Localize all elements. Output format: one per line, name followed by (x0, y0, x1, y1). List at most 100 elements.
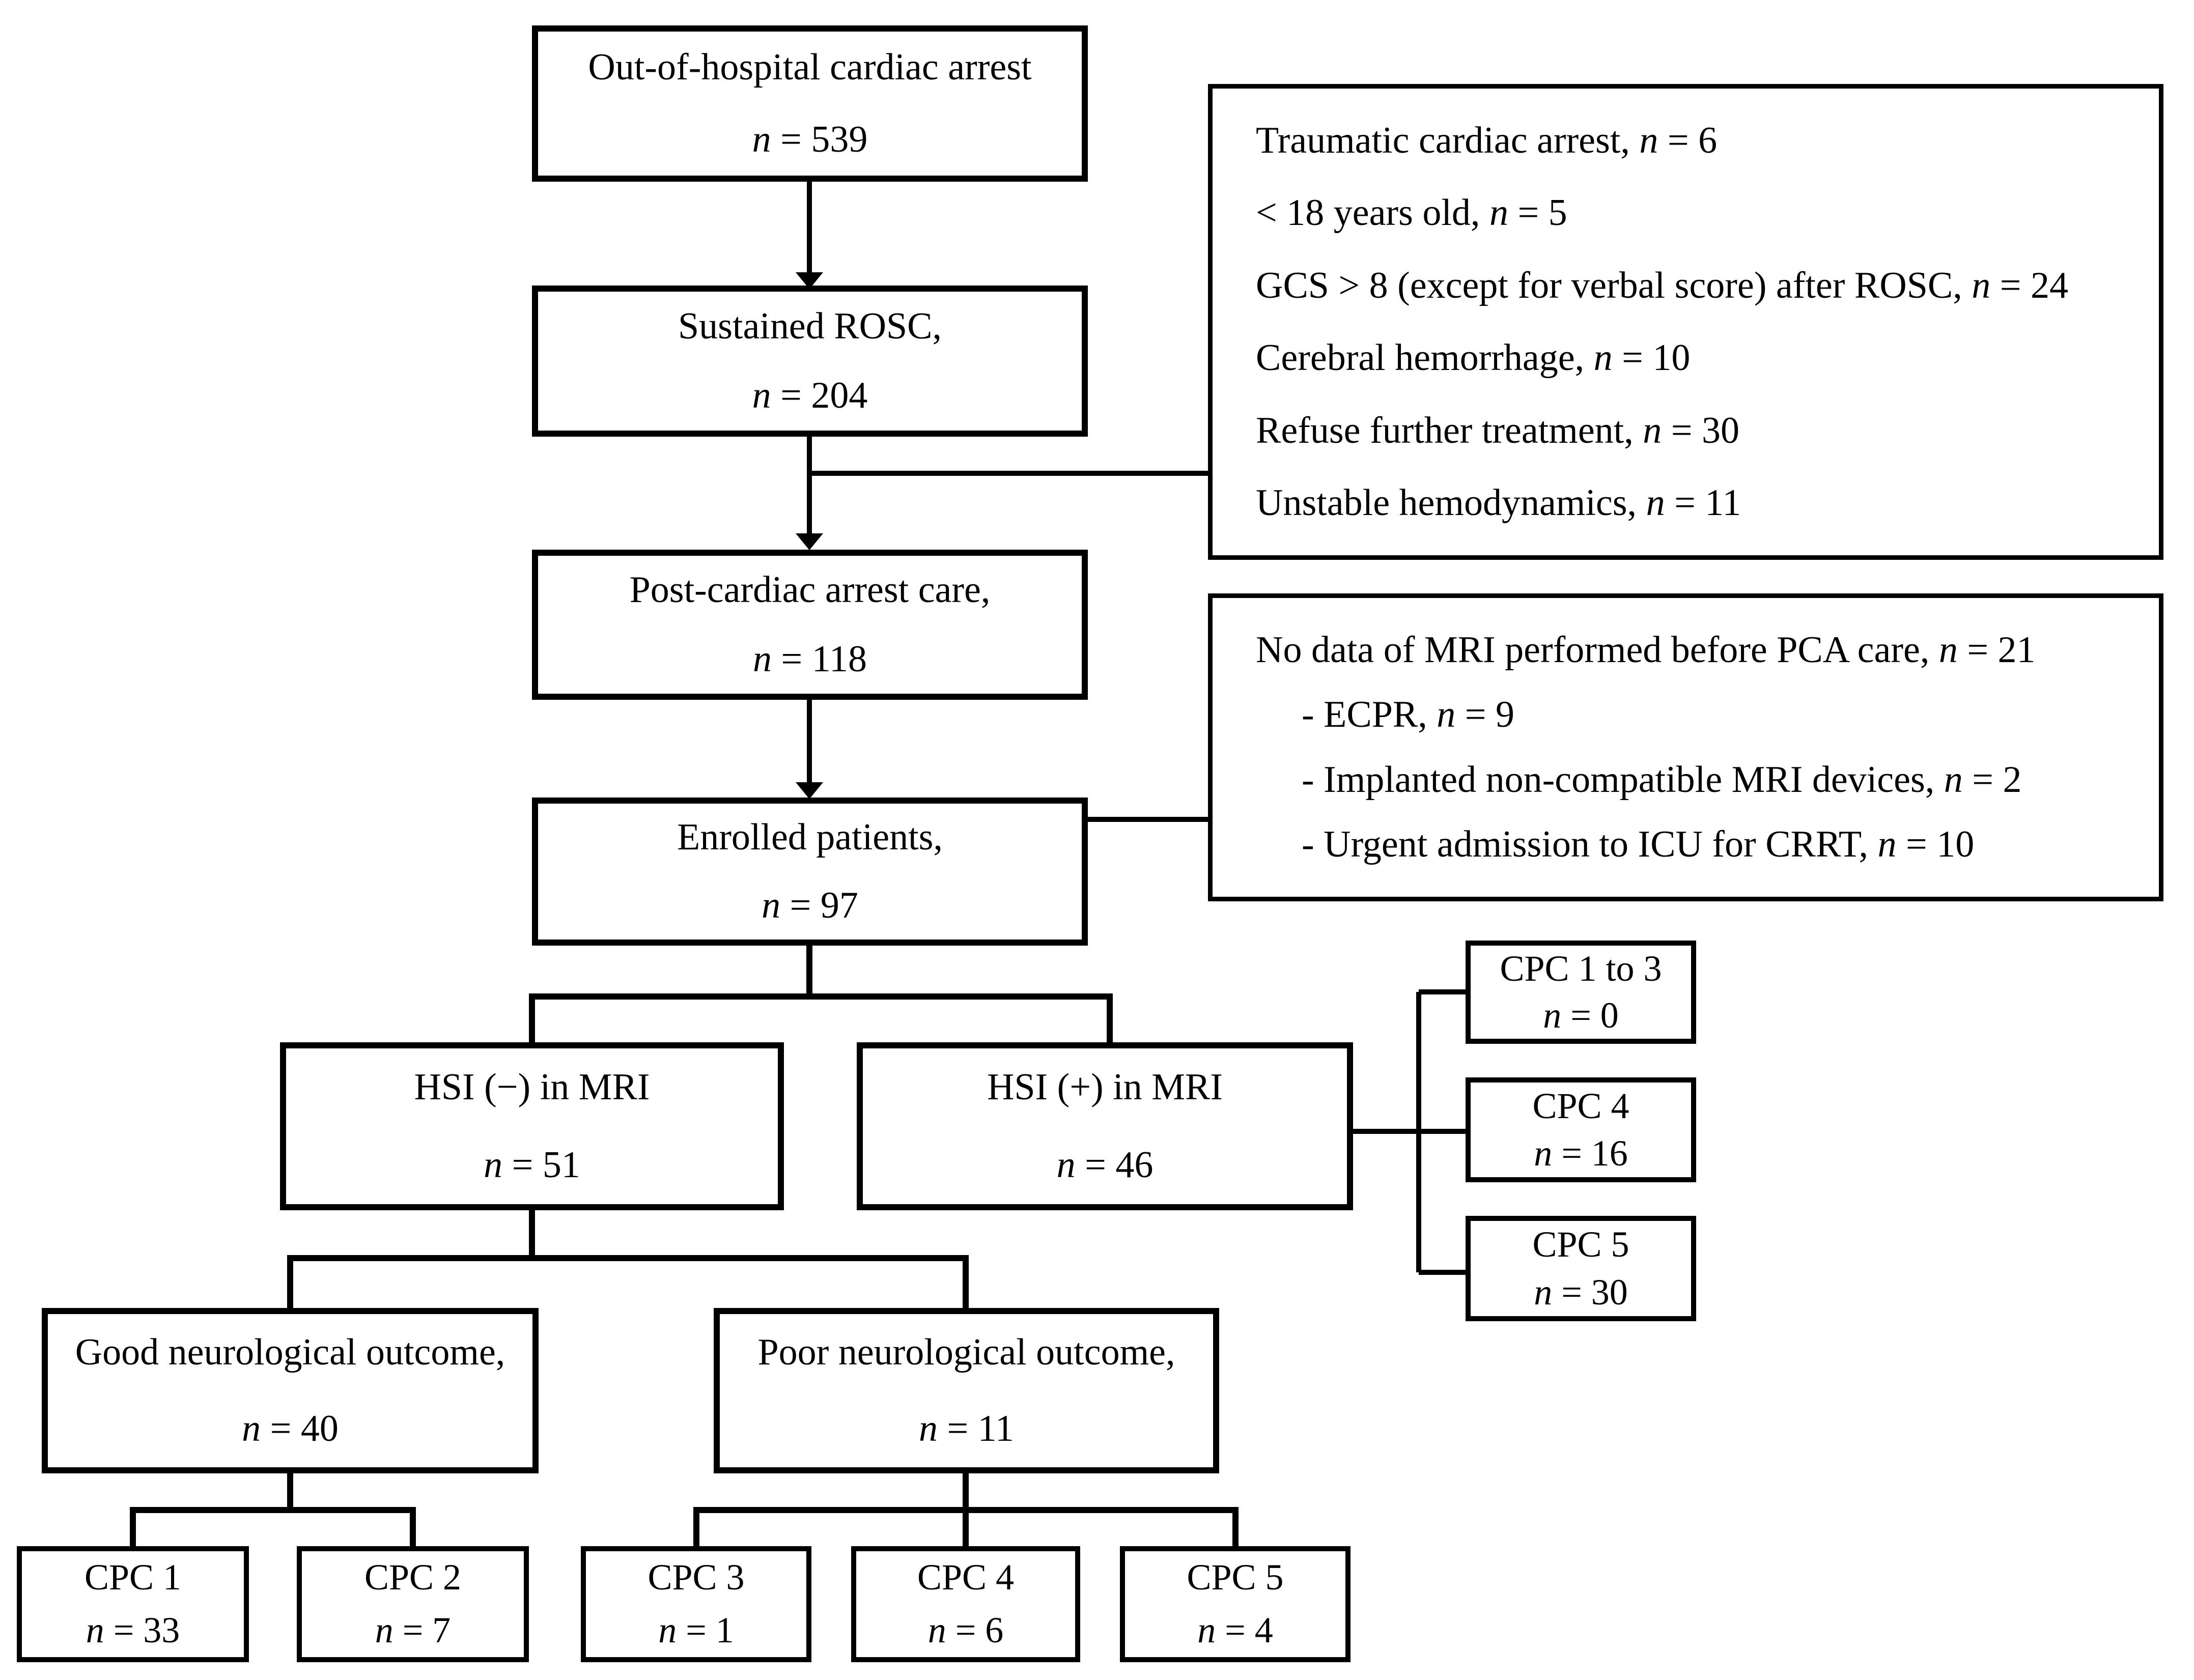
box-label: CPC 1 (84, 1557, 182, 1598)
n-value: = 539 (771, 118, 868, 160)
box-count: n = 46 (1056, 1144, 1154, 1186)
n-symbol: n (1534, 1271, 1553, 1313)
box-count: n = 7 (375, 1610, 451, 1650)
box-good-neurological-outcome: Good neurological outcome, n = 40 (42, 1308, 539, 1473)
n-symbol: n (752, 375, 771, 417)
box-count: n = 51 (484, 1144, 580, 1186)
box-cpc-3: CPC 3 n = 1 (581, 1546, 811, 1662)
box-post-cardiac-arrest-care: Post-cardiac arrest care, n = 118 (532, 550, 1088, 700)
box-count: n = 0 (1543, 995, 1619, 1036)
n-value: = 118 (772, 638, 867, 680)
exclusion-text: Cerebral hemorrhage, (1256, 337, 1594, 379)
hsi-split (529, 946, 1113, 1044)
n-symbol: n (242, 1408, 261, 1450)
box-count: n = 1 (658, 1610, 734, 1650)
box-label: CPC 2 (364, 1557, 462, 1598)
box-cpc-2: CPC 2 n = 7 (297, 1546, 529, 1662)
box-exclusions-after-rosc: Traumatic cardiac arrest, n = 6 < 18 yea… (1208, 84, 2163, 560)
n-value: = 51 (502, 1144, 580, 1186)
n-value: = 10 (1896, 823, 1975, 865)
box-count: n = 4 (1197, 1610, 1273, 1650)
n-symbol: n (1938, 629, 1958, 671)
good-cpc-split (130, 1473, 416, 1548)
n-value: = 9 (1455, 694, 1514, 736)
n-symbol: n (1972, 264, 1991, 306)
n-symbol: n (1944, 758, 1963, 801)
exclusion-subitem: - Implanted non-compatible MRI devices, … (1213, 758, 2149, 802)
exclusion-item: No data of MRI performed before PCA care… (1213, 629, 2149, 672)
exclusion-subitem: - ECPR, n = 9 (1213, 693, 2149, 736)
n-symbol: n (1056, 1144, 1076, 1186)
box-count: n = 16 (1534, 1133, 1628, 1174)
n-symbol: n (1643, 409, 1662, 451)
box-poor-neurological-outcome: Poor neurological outcome, n = 11 (714, 1308, 1219, 1473)
exclusion-subitem: - Urgent admission to ICU for CRRT, n = … (1213, 823, 2149, 866)
exclusion-item: GCS > 8 (except for verbal score) after … (1213, 264, 2149, 307)
n-symbol: n (1593, 337, 1613, 379)
n-symbol: n (658, 1610, 677, 1651)
box-cpc-1: CPC 1 n = 33 (17, 1546, 249, 1662)
outcome-split (287, 1210, 969, 1310)
box-label: CPC 5 (1532, 1224, 1629, 1265)
n-value: = 21 (1957, 629, 2036, 671)
n-symbol: n (1639, 120, 1658, 161)
n-symbol: n (1543, 994, 1562, 1036)
n-value: = 6 (1658, 120, 1718, 161)
box-count: n = 40 (242, 1408, 339, 1449)
n-value: = 204 (771, 375, 868, 417)
n-value: = 16 (1552, 1132, 1628, 1174)
n-value: = 11 (1665, 481, 1741, 524)
box-cpc-5-right: CPC 5 n = 30 (1466, 1216, 1696, 1321)
box-count: n = 30 (1534, 1272, 1628, 1313)
exclusion-text: GCS > 8 (except for verbal score) after … (1256, 264, 1972, 306)
box-out-of-hospital-cardiac-arrest: Out-of-hospital cardiac arrest n = 539 (532, 25, 1088, 182)
exclusion-text: < 18 years old, (1256, 192, 1489, 234)
exclusion-item: Unstable hemodynamics, n = 11 (1213, 481, 2149, 525)
exclusion-text: No data of MRI performed before PCA care… (1256, 629, 1939, 671)
n-symbol: n (1489, 192, 1508, 234)
n-symbol: n (1437, 694, 1456, 736)
n-symbol: n (484, 1144, 503, 1186)
box-label: CPC 4 (1532, 1085, 1629, 1126)
box-label: HSI (+) in MRI (987, 1066, 1223, 1108)
exclusion-item: Refuse further treatment, n = 30 (1213, 409, 2149, 452)
n-symbol: n (753, 638, 772, 680)
box-cpc-1-to-3: CPC 1 to 3 n = 0 (1466, 941, 1696, 1044)
arrowheads (796, 272, 823, 799)
n-value: = 2 (1962, 758, 2022, 801)
n-value: = 6 (946, 1610, 1004, 1651)
n-value: = 24 (1990, 264, 2068, 306)
exclusion-text: - Urgent admission to ICU for CRRT, (1302, 823, 1878, 865)
exclusion-item: Cerebral hemorrhage, n = 10 (1213, 336, 2149, 380)
box-count: n = 33 (86, 1610, 180, 1650)
box-label: Enrolled patients, (677, 816, 943, 859)
n-value: = 4 (1216, 1610, 1273, 1651)
box-label: Out-of-hospital cardiac arrest (588, 46, 1032, 89)
n-value: = 5 (1508, 192, 1567, 234)
exclusion-text: Unstable hemodynamics, (1256, 481, 1646, 524)
n-symbol: n (927, 1610, 946, 1651)
box-label: Poor neurological outcome, (757, 1331, 1175, 1373)
box-label: CPC 5 (1187, 1557, 1284, 1598)
n-symbol: n (86, 1610, 104, 1651)
exclusion-text: - ECPR, (1302, 694, 1437, 736)
n-value: = 0 (1561, 994, 1619, 1036)
exclusion-text: Traumatic cardiac arrest, (1256, 120, 1640, 161)
box-label: Post-cardiac arrest care, (629, 569, 991, 611)
box-count: n = 539 (752, 119, 868, 160)
box-cpc-4: CPC 4 n = 6 (851, 1546, 1080, 1662)
cpc-bracket (1353, 989, 1466, 1275)
box-cpc-4-right: CPC 4 n = 16 (1466, 1077, 1696, 1182)
box-hsi-positive-mri: HSI (+) in MRI n = 46 (857, 1042, 1353, 1210)
n-value: = 40 (261, 1408, 339, 1450)
n-symbol: n (1534, 1132, 1553, 1174)
box-count: n = 6 (928, 1610, 1004, 1650)
n-symbol: n (919, 1408, 938, 1450)
n-symbol: n (375, 1610, 393, 1651)
poor-cpc-split (693, 1473, 1239, 1548)
box-label: CPC 3 (648, 1557, 745, 1598)
n-value: = 30 (1662, 409, 1739, 451)
exclusion-text: - Implanted non-compatible MRI devices, (1302, 758, 1944, 801)
box-enrolled-patients: Enrolled patients, n = 97 (532, 798, 1088, 946)
